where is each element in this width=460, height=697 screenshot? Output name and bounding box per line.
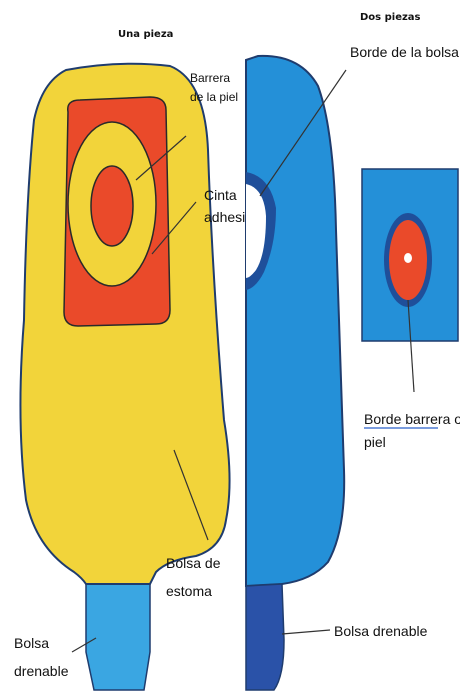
barrier-center [91, 166, 133, 246]
heading-una-pieza: Una pieza [118, 29, 173, 40]
label-borde-barrera-rest: o la [450, 411, 460, 427]
label-bolsa-drenable-left-2: drenable [14, 663, 69, 679]
label-borde-barrera: Borde barrera o la [364, 411, 460, 427]
leader-line-drenable-right [282, 630, 330, 634]
label-bolsa-estoma-1: Bolsa de [166, 555, 221, 571]
label-bolsa-drenable-right: Bolsa drenable [334, 623, 428, 639]
label-barrera-2: de la piel [190, 90, 238, 104]
drain-spout-right [246, 584, 284, 690]
label-bolsa-estoma-2: estoma [166, 583, 212, 599]
heading-dos-piezas: Dos piezas [360, 12, 421, 23]
wafer-stoma-hole [404, 253, 412, 263]
two-piece-pouch [246, 56, 458, 690]
blue-pouch-body [246, 56, 344, 586]
label-cinta-1: Cinta [204, 187, 237, 203]
label-borde-barrera-underlined: Borde barrera [364, 411, 451, 427]
label-bolsa-drenable-left-1: Bolsa [14, 635, 49, 651]
drain-spout-left [86, 584, 150, 690]
label-borde-barrera-line2: piel [364, 434, 386, 450]
label-barrera-1: Barrera [190, 71, 230, 85]
label-borde-bolsa: Borde de la bolsa [350, 44, 459, 60]
